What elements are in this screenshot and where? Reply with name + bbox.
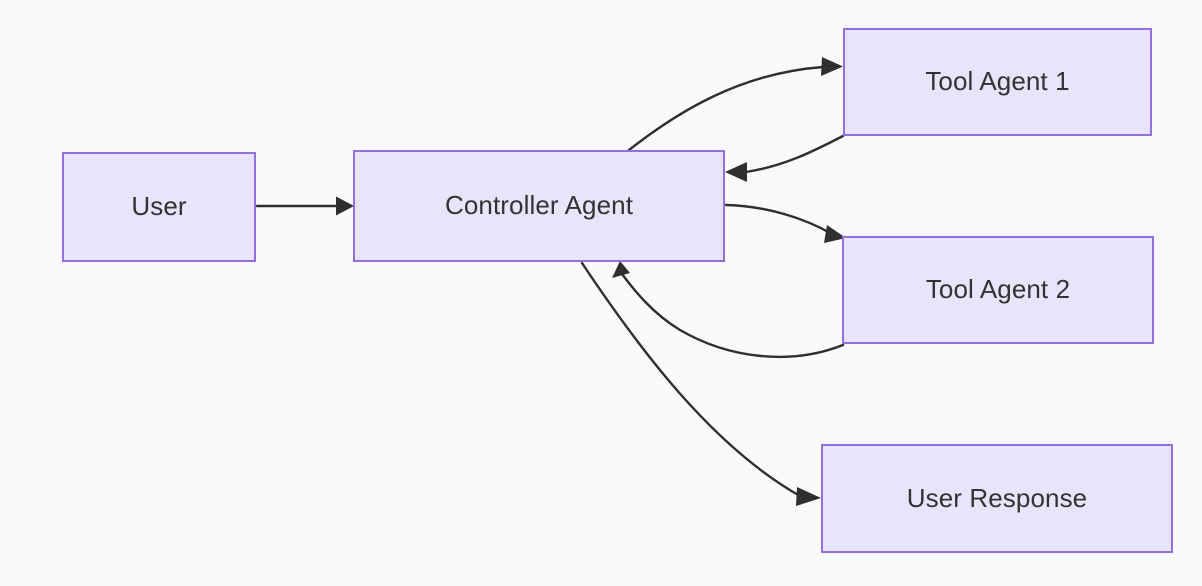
- node-tool-agent-1[interactable]: Tool Agent 1: [843, 28, 1152, 136]
- edge-controller-to-tool1: [627, 57, 843, 152]
- node-user[interactable]: User: [62, 152, 256, 262]
- edge-tool1-to-controller: [725, 134, 845, 182]
- arrowhead-controller-to-tool1: [821, 57, 843, 76]
- node-tool-agent-2-label: Tool Agent 2: [925, 274, 1071, 305]
- node-tool-agent-1-label: Tool Agent 1: [925, 66, 1070, 97]
- node-user-label: User: [131, 191, 187, 222]
- node-controller-agent-label: Controller Agent: [444, 190, 634, 221]
- edge-controller-to-response: [580, 261, 821, 506]
- node-user-response-label: User Response: [906, 482, 1088, 513]
- arrowhead-tool2-to-controller: [612, 261, 630, 278]
- arrowhead-tool1-to-controller: [725, 162, 747, 182]
- arrowhead-user-to-controller: [336, 196, 354, 216]
- edge-user-to-controller: [255, 196, 354, 216]
- node-user-response[interactable]: User Response: [821, 444, 1173, 553]
- node-tool-agent-2[interactable]: Tool Agent 2: [842, 236, 1154, 344]
- node-controller-agent[interactable]: Controller Agent: [353, 150, 725, 262]
- edge-tool2-to-controller: [612, 261, 845, 359]
- edge-controller-to-tool2: [724, 203, 846, 243]
- arrowhead-controller-to-response: [796, 487, 821, 506]
